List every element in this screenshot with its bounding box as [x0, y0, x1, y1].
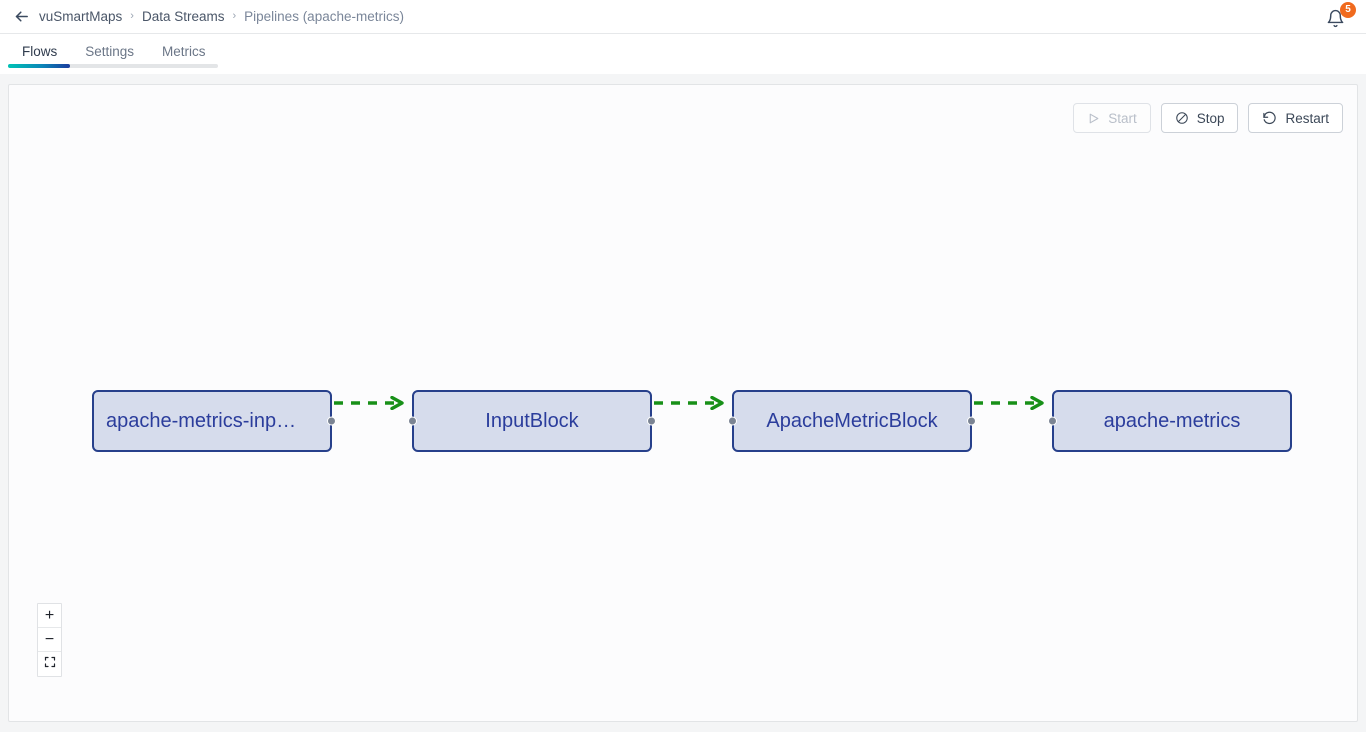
restart-icon — [1262, 111, 1277, 126]
node-input-port[interactable] — [408, 416, 417, 426]
flow-node-destination[interactable]: apache-metrics — [1048, 390, 1292, 452]
start-button-label: Start — [1108, 110, 1137, 126]
breadcrumb-item-vusmartmaps[interactable]: vuSmartMaps — [39, 8, 123, 24]
fit-view-button[interactable] — [38, 652, 61, 676]
breadcrumb: vuSmartMaps › Data Streams › Pipelines (… — [39, 10, 404, 24]
flow-edge[interactable] — [652, 395, 732, 411]
tab-settings[interactable]: Settings — [85, 44, 135, 59]
breadcrumb-item-pipelines: Pipelines (apache-metrics) — [244, 8, 404, 24]
flow-node-label: apache-metrics-inp… — [106, 411, 297, 431]
bell-icon — [1326, 9, 1345, 33]
breadcrumb-separator: › — [232, 10, 237, 22]
flow-node-input-block[interactable]: InputBlock — [408, 390, 656, 452]
flow-edge[interactable] — [972, 395, 1052, 411]
tab-bar: Flows Settings Metrics — [0, 34, 1366, 74]
plus-icon: + — [44, 606, 55, 624]
minus-icon: − — [44, 630, 55, 648]
node-output-port[interactable] — [967, 416, 976, 426]
restart-button-label: Restart — [1285, 110, 1329, 126]
arrow-left-icon[interactable] — [10, 6, 32, 28]
stop-button[interactable]: Stop — [1160, 103, 1239, 133]
node-input-port[interactable] — [728, 416, 737, 426]
flow-node-label: ApacheMetricBlock — [766, 411, 938, 431]
node-output-port[interactable] — [647, 416, 656, 426]
node-input-port[interactable] — [1048, 416, 1057, 426]
flow-edge[interactable] — [332, 395, 412, 411]
node-output-port[interactable] — [327, 416, 336, 426]
zoom-controls: + − — [37, 603, 62, 677]
breadcrumb-separator: › — [130, 10, 134, 22]
flow-graph: apache-metrics-inp… InputBlock ApacheMet… — [9, 85, 1357, 721]
notification-badge: 5 — [1340, 2, 1356, 18]
start-button[interactable]: Start — [1073, 103, 1151, 133]
play-icon — [1087, 112, 1100, 125]
restart-button[interactable]: Restart — [1248, 103, 1343, 133]
flow-canvas[interactable]: Start Stop Restart — [8, 84, 1358, 722]
pipeline-actions: Start Stop Restart — [1073, 103, 1343, 133]
flow-node-source[interactable]: apache-metrics-inp… — [92, 390, 336, 452]
tab-metrics[interactable]: Metrics — [162, 44, 206, 59]
flow-node-label: InputBlock — [485, 411, 579, 431]
zoom-out-button[interactable]: − — [38, 628, 61, 652]
tab-flows[interactable]: Flows — [22, 44, 58, 59]
zoom-in-button[interactable]: + — [38, 604, 61, 628]
stop-icon — [1175, 111, 1189, 125]
breadcrumb-item-data-streams[interactable]: Data Streams — [141, 8, 225, 24]
top-bar: vuSmartMaps › Data Streams › Pipelines (… — [0, 0, 1366, 34]
fit-view-icon — [44, 655, 56, 673]
notifications-button[interactable]: 5 — [1324, 2, 1356, 33]
flow-node-apache-metric-block[interactable]: ApacheMetricBlock — [728, 390, 976, 452]
flow-node-label: apache-metrics — [1103, 411, 1241, 431]
stop-button-label: Stop — [1196, 110, 1225, 126]
tab-indicator-track — [8, 64, 218, 68]
tab-active-indicator — [8, 64, 70, 68]
